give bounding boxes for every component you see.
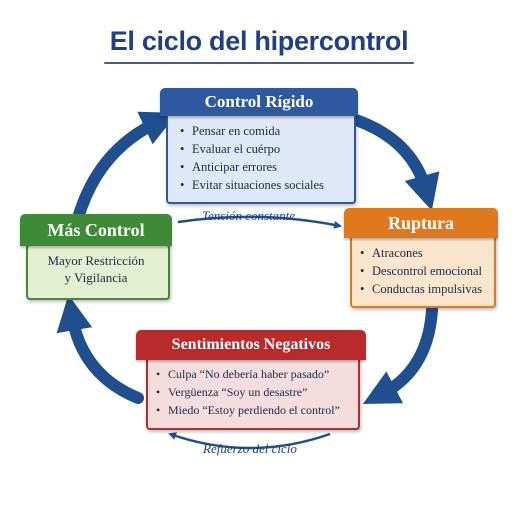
node-sentimientos-negativos-list: Culpa “No debería haber pasado” Vergüenz… xyxy=(154,365,354,419)
list-item: Vergüenza “Soy un desastre” xyxy=(154,383,354,401)
arrow-tension-constante xyxy=(177,215,342,229)
list-item: Evitar situaciones sociales xyxy=(178,176,350,194)
mas-control-line-1: Mayor Restricción xyxy=(47,253,145,268)
node-sentimientos-negativos-title: Sentimientos Negativos xyxy=(136,330,366,360)
list-item: Evaluar el cuérpo xyxy=(178,140,350,158)
arrow-sentimientos-to-mascontrol xyxy=(56,294,144,404)
node-control-rigido-list: Pensar en comida Evaluar el cuérpo Antic… xyxy=(178,122,350,194)
arrow-refuerzo-ciclo xyxy=(168,432,331,450)
mas-control-line-2: y Vigilancia xyxy=(64,270,128,285)
list-item: Pensar en comida xyxy=(178,122,350,140)
edge-label-refuerzo: Refuerzo del ciclo xyxy=(203,441,297,456)
list-item: Anticipar errores xyxy=(178,158,350,176)
node-mas-control-body: Mayor Restricción y Vigilancia xyxy=(26,252,166,286)
list-item: Conductas impulsivas xyxy=(358,280,490,298)
edge-label-tension: Tensión constante xyxy=(202,208,296,223)
node-mas-control-title: Más Control xyxy=(20,214,172,246)
arrow-controlrigido-to-ruptura xyxy=(350,114,440,211)
arrow-ruptura-to-sentimientos xyxy=(362,304,438,405)
arrow-mascontrol-to-controlrigido xyxy=(72,111,178,224)
node-mas-control xyxy=(26,244,170,300)
node-ruptura-title: Ruptura xyxy=(344,208,498,238)
list-item: Culpa “No debería haber pasado” xyxy=(154,365,354,383)
node-control-rigido-title: Control Rígido xyxy=(160,88,358,116)
list-item: Atracones xyxy=(358,244,490,262)
node-ruptura-list: Atracones Descontrol emocional Conductas… xyxy=(358,244,490,298)
title-underline xyxy=(104,62,414,64)
list-item: Descontrol emocional xyxy=(358,262,490,280)
list-item: Miedo “Estoy perdiendo el control” xyxy=(154,401,354,419)
diagram-title: El ciclo del hipercontrol xyxy=(109,26,409,56)
